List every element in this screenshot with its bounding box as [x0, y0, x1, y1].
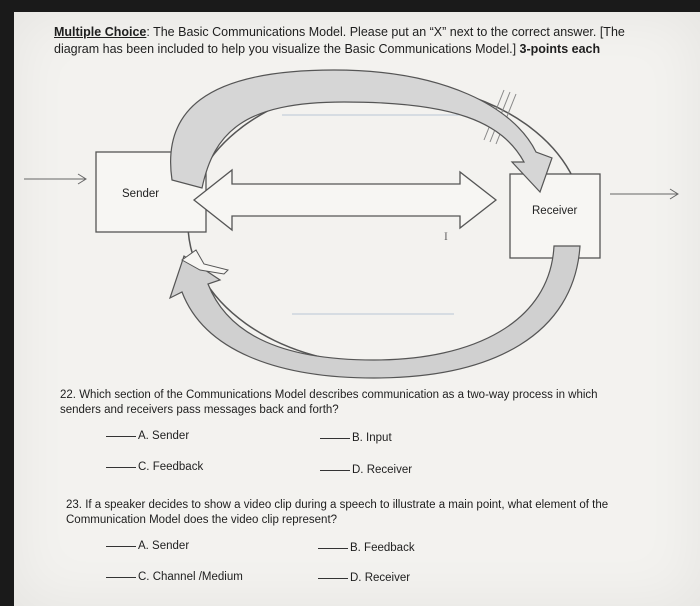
- communication-model-diagram: [24, 69, 679, 379]
- q23-option-d[interactable]: D. Receiver: [318, 572, 410, 584]
- q23-option-b[interactable]: B. Feedback: [318, 542, 415, 554]
- q22-option-a[interactable]: A. Sender: [106, 430, 189, 442]
- worksheet-page: Multiple Choice: The Basic Communication…: [14, 12, 700, 606]
- instructions-header: Multiple Choice: The Basic Communication…: [54, 24, 654, 58]
- answer-blank[interactable]: [318, 548, 348, 549]
- answer-blank[interactable]: [320, 470, 350, 471]
- option-label: D. Receiver: [350, 572, 411, 584]
- input-arrow: [24, 173, 87, 185]
- top-curved-arrow: [170, 69, 553, 194]
- receiver-label: Receiver: [532, 205, 578, 217]
- feedback-arrowhead: [181, 249, 229, 275]
- option-label: A. Sender: [138, 540, 190, 552]
- question-23: 23. If a speaker decides to show a video…: [66, 498, 626, 528]
- answer-blank[interactable]: [106, 436, 136, 437]
- option-label: B. Feedback: [350, 542, 415, 554]
- instructions-text: : The Basic Communications Model. Please…: [54, 25, 625, 56]
- option-label: B. Input: [352, 432, 392, 444]
- output-arrow: [610, 188, 679, 200]
- answer-blank[interactable]: [320, 438, 350, 439]
- text-cursor-icon: I: [444, 231, 448, 243]
- option-label: C. Feedback: [138, 461, 204, 473]
- question-number: 22.: [60, 389, 76, 401]
- question-number: 23.: [66, 499, 82, 511]
- section-title: Multiple Choice: [54, 25, 147, 39]
- q23-option-a[interactable]: A. Sender: [106, 540, 189, 552]
- q22-option-b[interactable]: B. Input: [320, 432, 392, 444]
- next-question-cutoff: [66, 600, 366, 606]
- answer-blank[interactable]: [106, 546, 136, 547]
- answer-blank[interactable]: [106, 467, 136, 468]
- question-22: 22. Which section of the Communications …: [60, 388, 620, 418]
- question-text: If a speaker decides to show a video cli…: [66, 499, 609, 526]
- option-label: D. Receiver: [352, 464, 413, 476]
- q22-option-c[interactable]: C. Feedback: [106, 461, 203, 473]
- question-text: Which section of the Communications Mode…: [60, 389, 598, 416]
- answer-blank[interactable]: [106, 577, 136, 578]
- q23-option-c[interactable]: C. Channel /Medium: [106, 571, 243, 583]
- bottom-curved-arrow: [168, 245, 581, 379]
- option-label: A. Sender: [138, 430, 190, 442]
- points-note: 3-points each: [516, 42, 601, 56]
- q22-option-d[interactable]: D. Receiver: [320, 464, 412, 476]
- option-label: C. Channel /Medium: [138, 571, 243, 583]
- answer-blank[interactable]: [318, 578, 348, 579]
- double-arrow: [192, 168, 498, 232]
- sender-label: Sender: [122, 188, 160, 200]
